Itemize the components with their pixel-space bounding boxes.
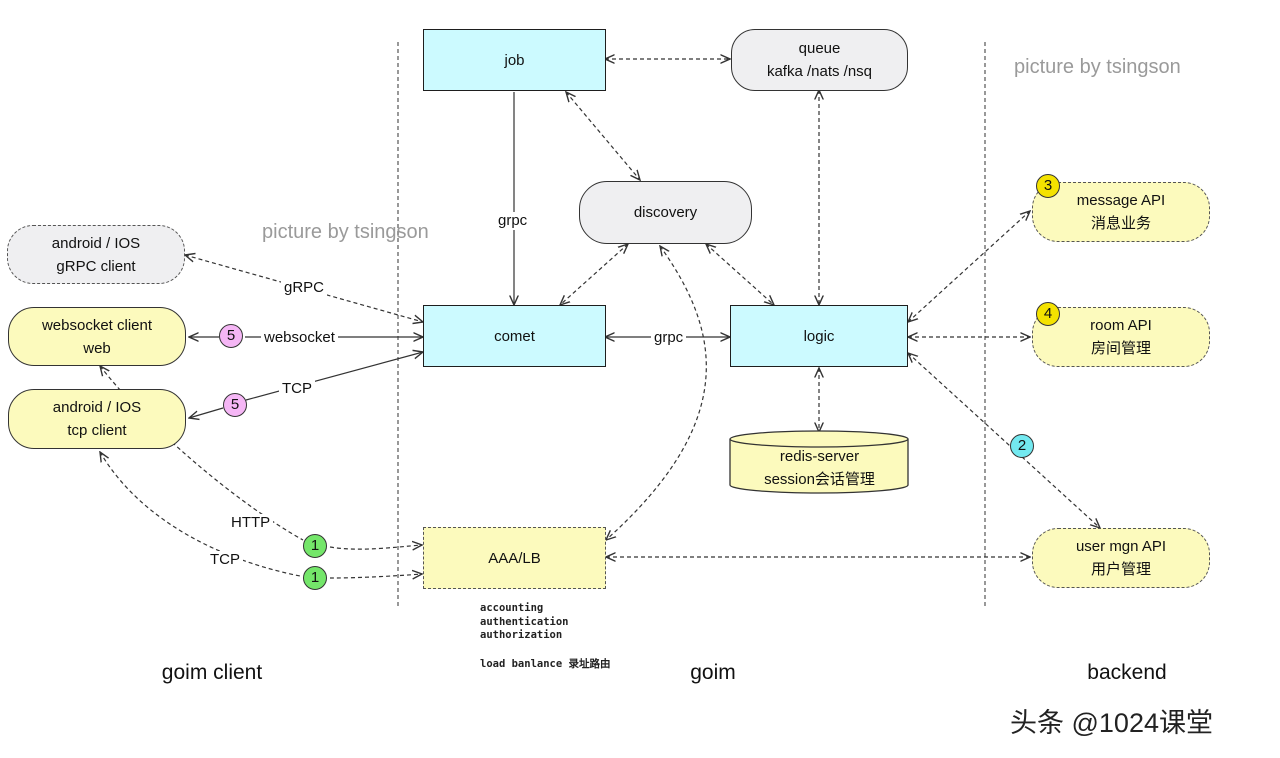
redis-node[interactable] bbox=[729, 430, 910, 494]
ws-client-sublabel: web bbox=[83, 339, 111, 357]
user-api-node[interactable]: user mgn API 用户管理 bbox=[1032, 528, 1210, 588]
message-api-label: message API bbox=[1076, 192, 1166, 209]
badge-5-tcp: 5 bbox=[223, 393, 247, 417]
redis-label: redis-server bbox=[779, 448, 860, 465]
websocket-client-node[interactable]: websocket client web bbox=[8, 307, 186, 366]
credit-watermark: 头条 @1024课堂 bbox=[1010, 708, 1213, 738]
discovery-label: discovery bbox=[633, 204, 698, 221]
tcp-client-node[interactable]: android / IOS tcp client bbox=[8, 389, 186, 449]
user-api-label: user mgn API bbox=[1075, 538, 1167, 555]
redis-text: redis-server session会话管理 bbox=[729, 442, 910, 494]
section-title-client: goim client bbox=[161, 661, 263, 684]
badge-1-http: 1 bbox=[303, 534, 327, 558]
edge-badge1-aaa-top bbox=[329, 545, 422, 549]
edge-logic-message bbox=[908, 211, 1030, 322]
aaa-note-accounting: accounting bbox=[480, 602, 544, 614]
edge-label-websocket: websocket bbox=[261, 329, 338, 347]
logic-node[interactable]: logic bbox=[730, 305, 908, 367]
edge-job-discovery bbox=[566, 92, 640, 180]
room-api-label: room API bbox=[1090, 317, 1152, 334]
edge-label-tcp-aaa: TCP bbox=[207, 551, 243, 569]
edge-logic-user bbox=[908, 353, 1100, 528]
job-node[interactable]: job bbox=[423, 29, 606, 91]
badge-4-room: 4 bbox=[1036, 302, 1060, 326]
edge-tcp-comet bbox=[245, 352, 423, 401]
aaa-label: AAA/LB bbox=[488, 549, 541, 567]
queue-label: queue bbox=[798, 40, 841, 57]
badge-5-websocket: 5 bbox=[219, 324, 243, 348]
badge-1-tcp: 1 bbox=[303, 566, 327, 590]
queue-node[interactable]: queue kafka /nats /nsq bbox=[731, 29, 908, 91]
user-api-sublabel: 用户管理 bbox=[1090, 561, 1151, 578]
tcp-client-label: android / IOS bbox=[52, 399, 142, 416]
watermark-top-right: picture by tsingson bbox=[1014, 56, 1181, 78]
edge-grpcclient-comet bbox=[185, 255, 423, 322]
grpc-client-node[interactable]: android / IOS gRPC client bbox=[7, 225, 185, 284]
comet-node[interactable]: comet bbox=[423, 305, 606, 367]
comet-label: comet bbox=[494, 327, 535, 345]
job-label: job bbox=[504, 51, 525, 69]
edge-label-http: HTTP bbox=[228, 514, 274, 532]
message-api-sublabel: 消息业务 bbox=[1090, 215, 1151, 232]
edge-discovery-aaa bbox=[606, 246, 707, 540]
badge-2-user: 2 bbox=[1010, 434, 1034, 458]
aaa-note-load-balance: load banlance 录址路由 bbox=[480, 657, 611, 670]
badge-3-message: 3 bbox=[1036, 174, 1060, 198]
aaa-note-authentication: authentication bbox=[480, 615, 569, 628]
edge-discovery-comet bbox=[560, 244, 628, 305]
aaa-notes: accounting authentication authorization … bbox=[480, 602, 611, 671]
section-title-goim: goim bbox=[690, 661, 736, 684]
edge-badge1-aaa-bottom bbox=[329, 574, 422, 578]
logic-label: logic bbox=[803, 327, 835, 345]
discovery-node[interactable]: discovery bbox=[579, 181, 752, 244]
ws-client-label: websocket client bbox=[41, 316, 153, 334]
edge-badge5-tcp bbox=[189, 407, 224, 418]
redis-sublabel: session会话管理 bbox=[764, 471, 875, 488]
edge-discovery-logic bbox=[706, 244, 774, 305]
edge-ws-aaa bbox=[100, 366, 304, 541]
room-api-node[interactable]: room API 房间管理 bbox=[1032, 307, 1210, 367]
grpc-client-sublabel: gRPC client bbox=[56, 257, 136, 275]
queue-sublabel: kafka /nats /nsq bbox=[766, 63, 873, 80]
edge-label-grpc-client: gRPC bbox=[281, 279, 328, 297]
edge-label-job-comet: grpc bbox=[495, 212, 531, 230]
aaa-note-authorization: authorization bbox=[480, 629, 563, 641]
edge-tcp-aaa bbox=[100, 452, 301, 577]
edge-label-tcp: TCP bbox=[279, 380, 315, 398]
watermark-center: picture by tsingson bbox=[262, 221, 429, 243]
grpc-client-label: android / IOS bbox=[51, 234, 141, 252]
edge-label-comet-logic: grpc bbox=[651, 329, 687, 347]
room-api-sublabel: 房间管理 bbox=[1090, 340, 1151, 357]
section-title-backend: backend bbox=[1087, 661, 1167, 684]
aaa-lb-node[interactable]: AAA/LB bbox=[423, 527, 606, 589]
tcp-client-sublabel: tcp client bbox=[67, 422, 127, 439]
message-api-node[interactable]: message API 消息业务 bbox=[1032, 182, 1210, 242]
